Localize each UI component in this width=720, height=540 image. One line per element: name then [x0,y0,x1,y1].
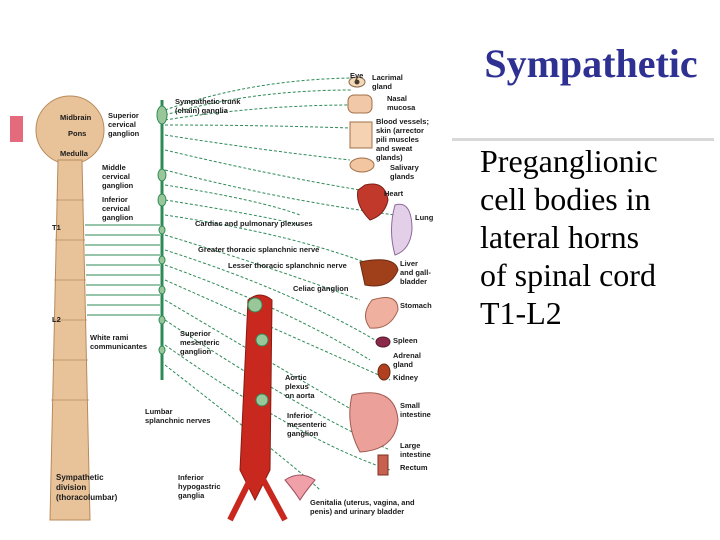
label-middle-cervical-ganglion: Middle cervical ganglion [102,163,134,190]
inferior-mesenteric-ganglion [255,393,269,407]
body-line: of spinal cord [480,257,656,293]
salivary-organ [349,157,375,173]
lung-organ [391,203,413,256]
heart-organ [357,183,389,221]
body-line: cell bodies in [480,181,651,217]
label-lesser-splanchnic: Lesser thoracic splanchnic nerve [228,261,347,270]
spinal-cord [49,159,91,521]
diagram-labels: Midbrain Pons Medulla T1 L2 Superior cer… [52,71,434,516]
label-heart: Heart [384,189,404,198]
celiac-ganglion [247,297,263,313]
label-small-intestine: Small intestine [400,401,431,419]
aorta [227,294,288,522]
preganglionic-fibers [85,224,160,316]
label-lumbar-splanchnic: Lumbar splanchnic nerves [145,407,210,425]
label-inferior-mesenteric: Inferior mesenteric ganglion [287,411,329,438]
label-cardiac-plexus: Cardiac and pulmonary plexuses [195,219,313,228]
label-medulla: Medulla [60,149,89,158]
label-pons: Pons [68,129,86,138]
liver-organ [359,259,399,287]
label-large-intestine: Large intestine [400,441,431,459]
label-nasal: Nasal mucosa [387,94,416,112]
label-lacrimal: Lacrimal gland [372,73,405,91]
title-divider [452,138,714,141]
intestine-organ [349,392,399,453]
label-stomach: Stomach [400,301,432,310]
label-skin: Blood vessels; skin (arrector pili muscl… [376,117,431,162]
label-midbrain: Midbrain [60,113,92,122]
kidney-organ [377,363,391,381]
label-adrenal: Adrenal gland [393,351,423,369]
nasal-organ [347,94,373,114]
label-superior-cervical-ganglion: Superior cervical ganglion [108,111,141,138]
genitalia-organ [284,474,316,501]
label-aortic-plexus: Aortic plexus on aorta [285,373,315,400]
label-eye: Eye [350,71,363,80]
label-t1: T1 [52,223,61,232]
nerve-fibers [164,77,396,491]
organs [284,76,413,501]
label-inferior-hypogastric: Inferior hypogastric ganglia [178,473,223,500]
sympathetic-chain [156,100,168,380]
label-lung: Lung [415,213,434,222]
central-nervous-system [35,95,160,521]
skin-organ [349,121,373,149]
label-sympathetic-trunk: Sympathetic trunk (chain) ganglia [175,97,243,115]
stomach-organ [365,297,399,329]
label-greater-splanchnic: Greater thoracic splanchnic nerve [198,245,319,254]
slide-body: Preganglionic cell bodies in lateral hor… [480,142,716,332]
spinal-segments [51,199,89,401]
label-spleen: Spleen [393,336,418,345]
label-genitalia: Genitalia (uterus, vagina, and penis) an… [310,498,417,516]
body-line: T1-L2 [480,295,562,331]
bullet-marker [10,116,23,142]
body-line: lateral horns [480,219,640,255]
label-rectum: Rectum [400,463,428,472]
slide-title: Sympathetic [484,41,698,86]
diagram-caption: Sympathetic division (thoracolumbar) [56,473,118,502]
label-inferior-cervical-ganglion: Inferior cervical ganglion [102,195,134,222]
label-kidney: Kidney [393,373,419,382]
label-salivary: Salivary glands [390,163,421,181]
label-liver: Liver and gall- bladder [400,259,433,286]
body-line: Preganglionic [480,143,658,179]
label-celiac: Celiac ganglion [293,284,349,293]
rectum-organ [377,454,389,476]
label-white-rami: White rami communicantes [90,333,147,351]
sympathetic-division-diagram: Midbrain Pons Medulla T1 L2 Superior cer… [35,71,434,522]
label-l2: L2 [52,315,61,324]
superior-mesenteric-ganglion [255,333,269,347]
spleen-organ [375,336,391,348]
label-superior-mesenteric: Superior mesenteric ganglion [180,329,222,356]
